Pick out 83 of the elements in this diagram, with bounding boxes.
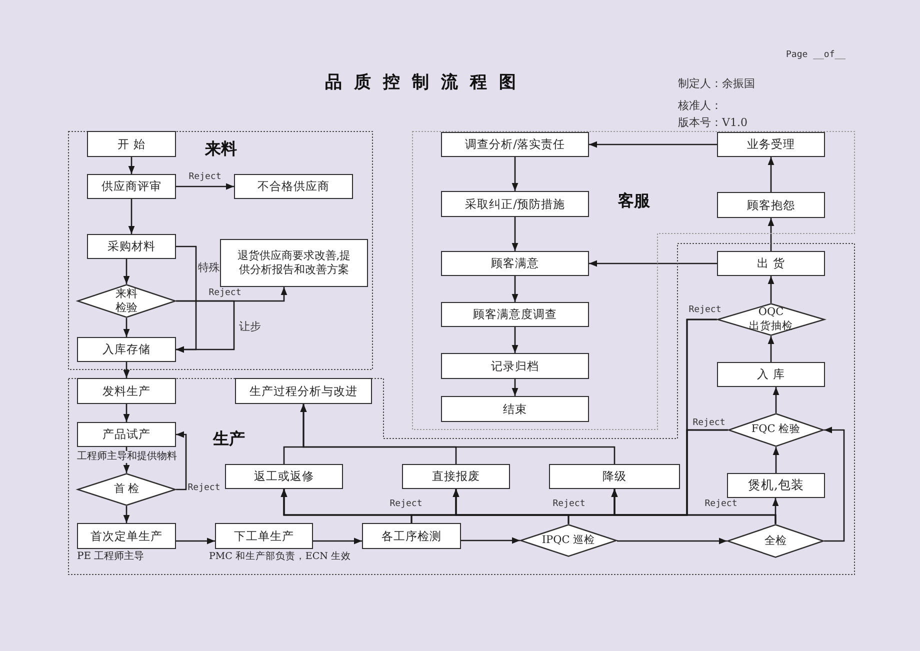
arrow: [176, 300, 235, 353]
prepared-by-text: 制定人：余振国: [678, 78, 755, 90]
box-label: 供应商评审: [102, 179, 162, 194]
edge-label: Reject: [692, 419, 726, 429]
edge-label: Reject: [390, 500, 422, 510]
decision-label: FQC 检验: [751, 423, 801, 437]
box-label: 开 始: [118, 136, 146, 152]
note-text: 工程师主导和提供物料: [77, 451, 177, 462]
box-label: 退货供应商要求改善,提供分析报告和改善方案: [236, 249, 352, 277]
note-text: PE 工程师主导: [77, 551, 144, 562]
decision-label: 首 检: [114, 482, 140, 497]
box-label: 采取纠正/预防措施: [465, 196, 565, 212]
box-label: 降级: [602, 469, 626, 484]
edge-label: Reject: [552, 500, 586, 510]
arrow: [589, 141, 717, 148]
box-label: 下工单生产: [234, 528, 294, 544]
box-label: 出 货: [757, 256, 785, 271]
arrow: [611, 318, 717, 516]
edge-label: Reject: [188, 484, 220, 494]
arrow: [768, 218, 774, 251]
arrow: [313, 538, 362, 544]
arrow: [128, 199, 135, 234]
arrow: [176, 431, 187, 490]
box-label: 返工或返修: [254, 469, 314, 484]
arrow: [617, 538, 727, 544]
arrow: [123, 259, 130, 284]
box-label: 业务受理: [747, 137, 795, 152]
diagram-title: 品 质 控 制 流 程 图: [325, 72, 519, 94]
arrow: [176, 183, 234, 190]
box-label: 产品试产: [102, 427, 150, 442]
edge-label: 让步: [239, 320, 261, 334]
arrow: [824, 426, 845, 542]
box-label: 入 库: [757, 367, 785, 382]
arrow: [176, 538, 215, 544]
arrow: [512, 327, 518, 353]
decision-label: OQC 出货抽检: [748, 306, 794, 334]
box-label: 记录归档: [491, 358, 539, 374]
box-label: 顾客满意度调查: [473, 307, 557, 322]
arrow: [300, 404, 616, 464]
box-label: 顾客满意: [491, 256, 539, 271]
edge-label: Reject: [188, 173, 222, 183]
section-heading: 来料: [205, 140, 237, 158]
decision-label: 来料检验: [114, 286, 138, 316]
section-heading: 客服: [618, 192, 650, 210]
arrow: [512, 379, 518, 396]
box-label: 入库存储: [102, 342, 150, 357]
decision-label: IPQC 巡检: [542, 534, 596, 548]
section-heading: 生产: [213, 430, 245, 448]
arrow: [589, 260, 717, 267]
box-label: 采购材料: [108, 239, 156, 254]
box-label: 发料生产: [102, 384, 150, 398]
arrow: [123, 506, 130, 523]
arrow: [512, 157, 518, 191]
arrow: [512, 276, 518, 302]
box-label: 直接报废: [432, 469, 480, 484]
box-label: 煲机,包装: [748, 477, 804, 494]
arrow: [128, 157, 135, 174]
version-text: 版本号：V1.0: [678, 117, 748, 130]
box-label: 不合格供应商: [258, 179, 330, 194]
arrow: [772, 387, 780, 413]
arrow: [461, 537, 520, 544]
box-label: 结束: [503, 402, 527, 416]
arrow: [123, 318, 130, 337]
edge-label: Reject: [704, 500, 738, 510]
box-label: 各工序检测: [382, 528, 442, 544]
page-number-text: Page __of__: [786, 51, 846, 61]
box-label: 生产过程分析与改进: [250, 384, 358, 398]
decision-label: 全检: [764, 534, 786, 548]
edge-label: Reject: [688, 306, 722, 316]
note-text: PMC 和生产部负责，ECN 生效: [209, 552, 351, 563]
approved-by-text: 核准人：: [678, 100, 722, 112]
arrow: [768, 157, 774, 192]
box-label: 顾客抱怨: [747, 198, 795, 212]
arrow: [123, 362, 130, 378]
box-label: 首次定单生产: [90, 528, 162, 544]
arrow: [768, 336, 774, 362]
edge-label: 特殊: [198, 262, 220, 274]
edge-label: Reject: [208, 289, 242, 299]
box-label: 调查分析/落实责任: [465, 137, 565, 152]
arrow: [768, 276, 774, 303]
arrow: [772, 447, 780, 473]
arrow: [123, 404, 130, 422]
arrow: [512, 217, 518, 251]
